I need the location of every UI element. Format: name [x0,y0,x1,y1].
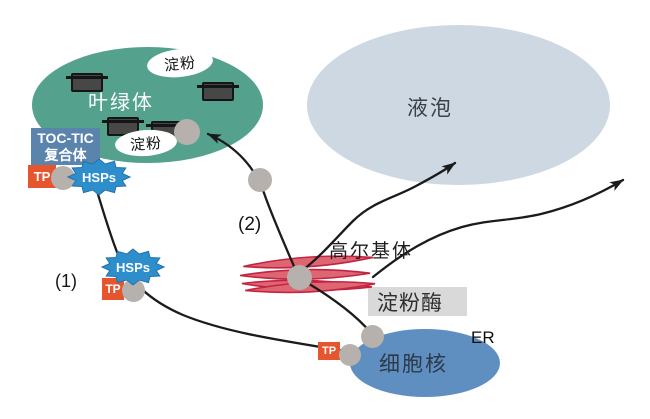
transit-peptide-nucleus: TP [318,342,340,360]
hsps-chaperone-badge: HSPs [101,248,165,286]
transit-peptide-chloroplast: TP [28,165,56,188]
golgi-to-vacuole-arrow [301,161,457,272]
cargo-protein-circle [174,119,200,145]
golgi-cisterna [245,280,376,294]
golgi-secretion-arrow [371,178,625,279]
transit-peptide-cytosol: TP [102,278,124,300]
pathway-1-line [95,189,347,353]
starburst-icon [67,158,131,196]
pathway-1-step-label: (1) [55,271,77,291]
toc-tic-line1: TOC-TIC [37,130,94,146]
golgi-stack-icon [239,255,376,294]
hsps-label: HSPs [82,169,116,185]
amylase-label-box: 淀粉酶 [368,287,467,316]
cargo-protein-circle [287,265,312,290]
hsps-chaperone-badge: HSPs [67,158,131,196]
cargo-protein-circle [122,279,145,302]
granum-icon [197,82,239,101]
toc-tic-complex-box: TOC-TIC 复合体 [31,128,100,165]
pathway-2-arrow [206,132,298,273]
hsps-label: HSPs [116,259,150,275]
golgi-cisterna [243,255,374,269]
golgi-label: 高尔基体 [329,241,414,262]
pathway-2-step-label: (2) [238,214,262,235]
nucleus-label: 细胞核 [379,353,448,376]
chloroplast-label: 叶绿体 [88,92,154,114]
cargo-protein-circle [339,344,361,366]
vacuole-body [307,25,610,185]
granum-icon [66,73,108,92]
cargo-protein-circle [361,325,384,348]
vacuole-label: 液泡 [407,97,453,120]
starburst-icon [101,248,165,286]
er-label: ER [471,328,495,347]
toc-tic-line2: 复合体 [44,147,87,163]
cargo-protein-circle [248,168,272,192]
